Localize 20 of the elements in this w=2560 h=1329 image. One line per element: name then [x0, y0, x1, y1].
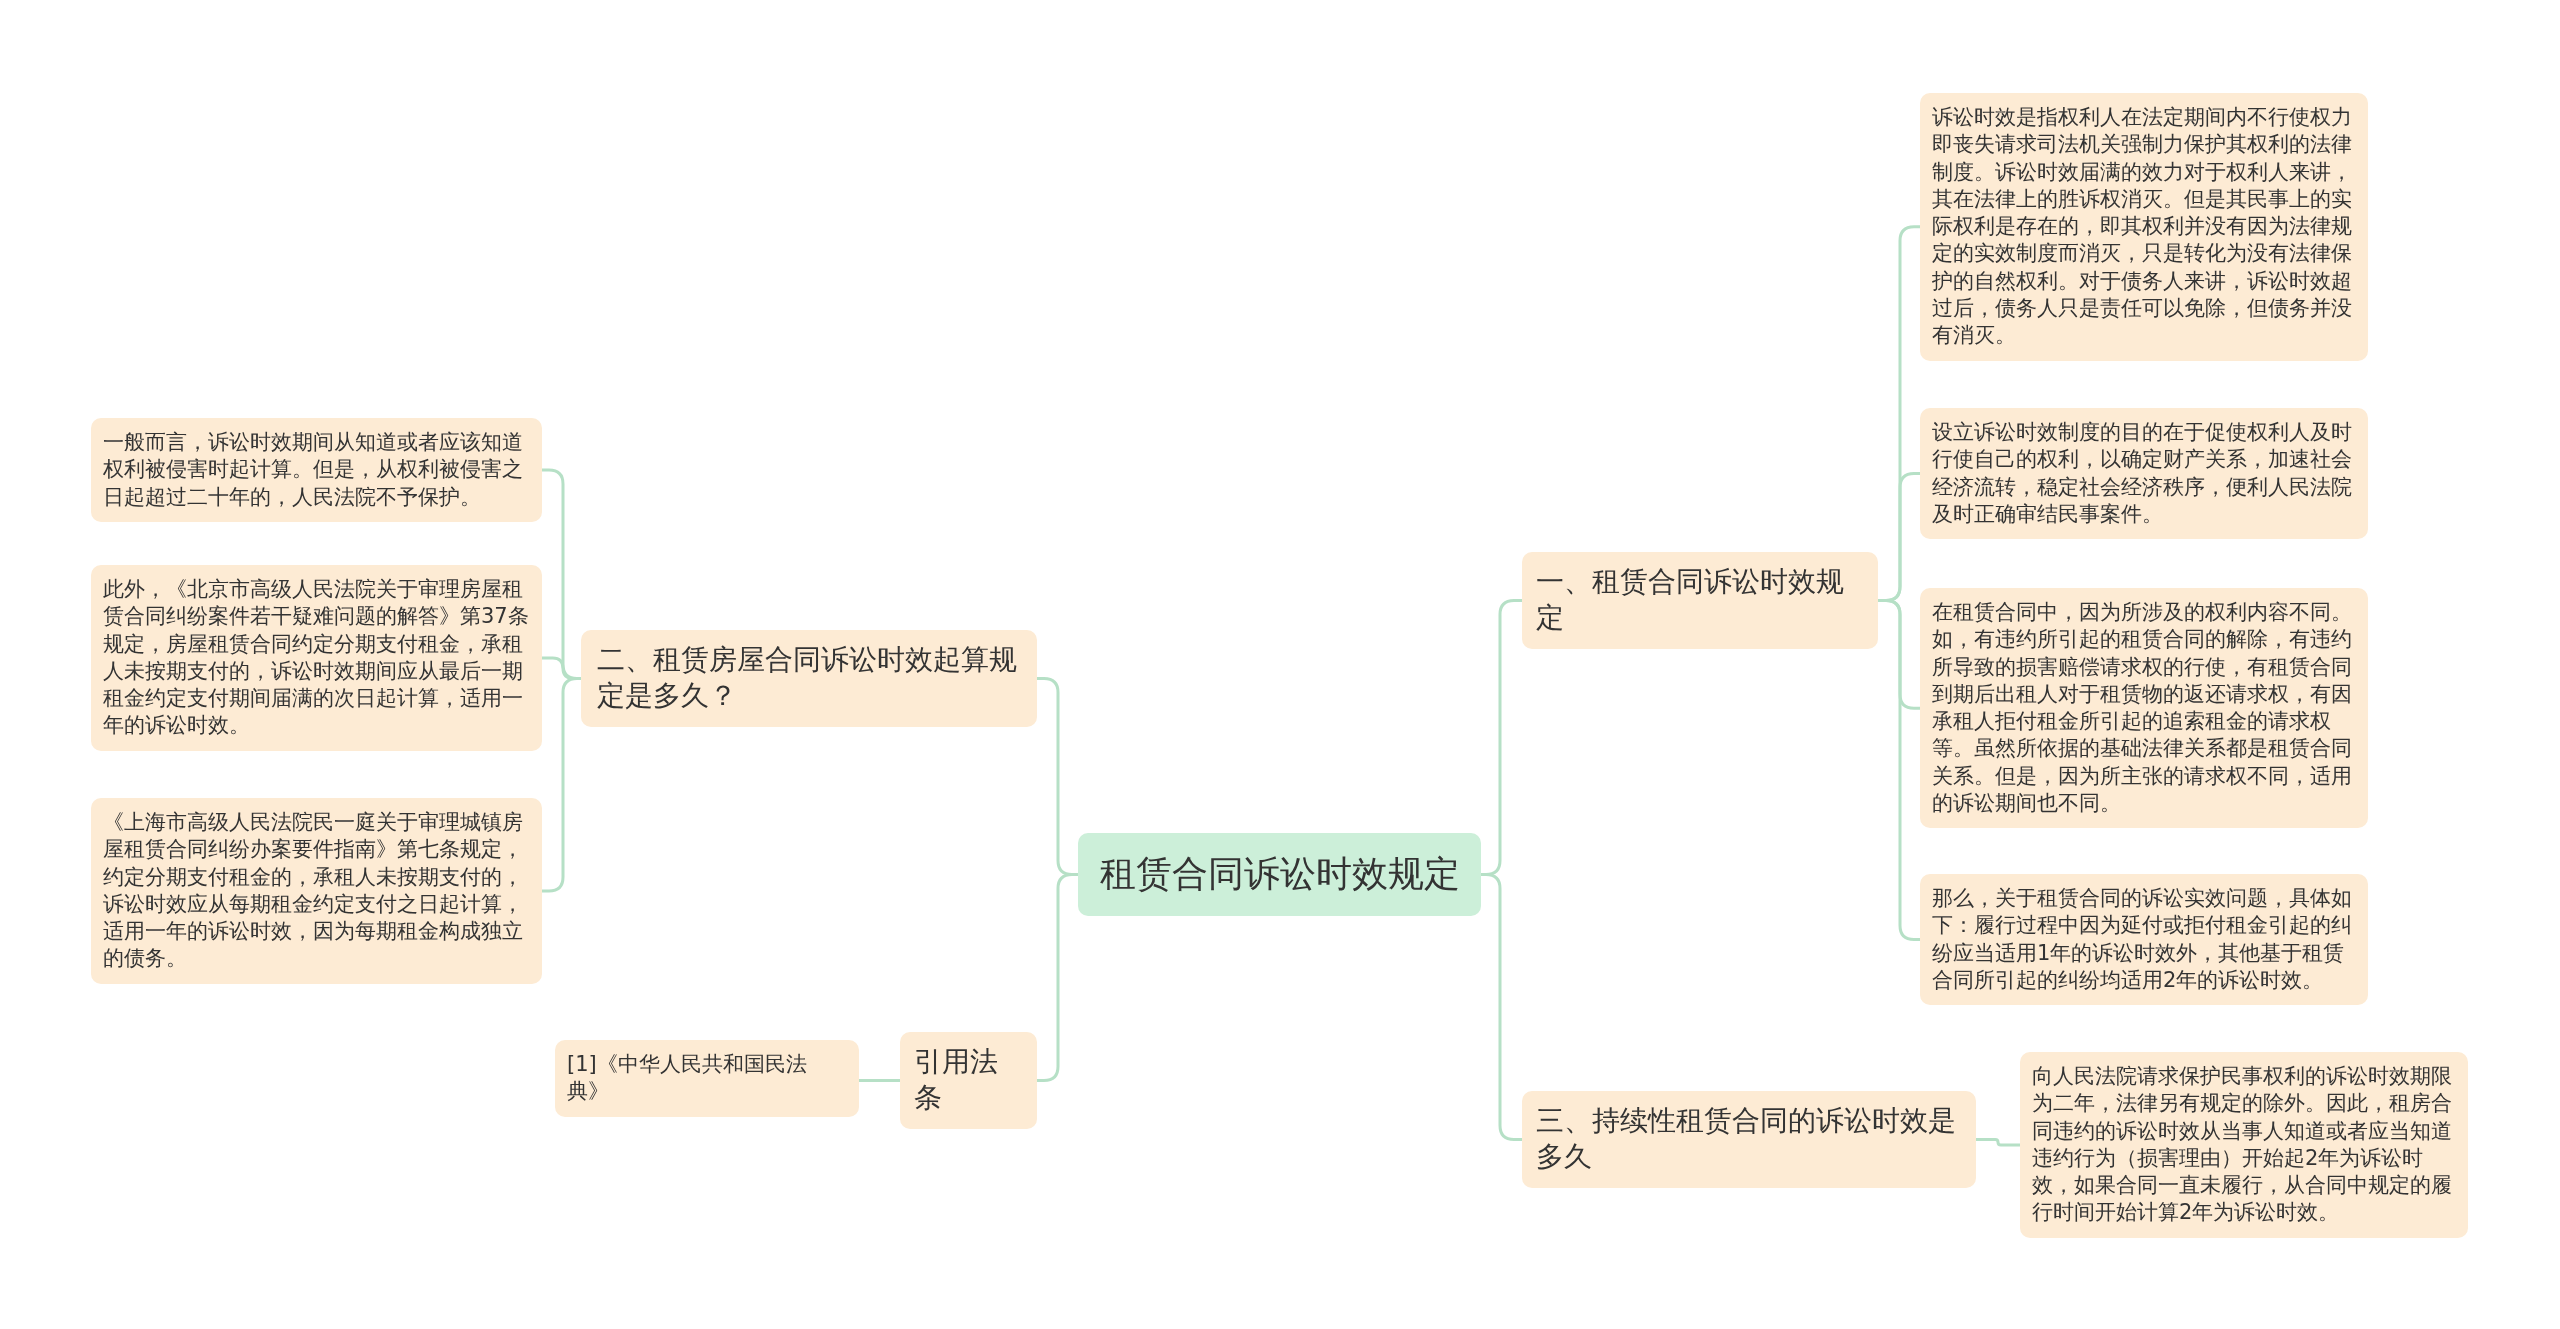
- note-box: 设立诉讼时效制度的目的在于促使权利人及时行使自己的权利，以确定财产关系，加速社会经济流转，稳定社会经济秩序，便利人民法院及时正确审结民事案件。: [1920, 408, 2368, 540]
- connector-line: [1878, 598, 1920, 942]
- note-box: 《上海市高级人民法院民一庭关于审理城镇房屋租赁合同纠纷办案要件指南》第七条规定，约定分期支付租金的，承租人未按期支付的，诉讼时效应从每期租金约定支付之日起计算，适用一年的诉讼时效，因为每期租金构成独立的债务。: [91, 798, 542, 984]
- topic-box: 一、租赁合同诉讼时效规定: [1522, 552, 1878, 649]
- note-box: 那么，关于租赁合同的诉讼实效问题，具体如下：履行过程中因为延付或拒付租金引起的纠纷应当适用1年的诉讼时效外，其他基于租赁合同所引起的纠纷均适用2年的诉讼时效。: [1920, 874, 2368, 1006]
- topic-box: 三、持续性租赁合同的诉讼时效是多久: [1522, 1091, 1976, 1188]
- note-box: 此外，《北京市高级人民法院关于审理房屋租赁合同纠纷案件若干疑难问题的解答》第37条规定，房屋租赁合同约定分期支付租金，承租人未按期支付的，诉讼时效期间应从最后一期租金约定支付期间届满的次日起计算，适用一年的诉讼时效。: [91, 565, 542, 751]
- note-box: 在租赁合同中，因为所涉及的权利内容不同。如，有违约所引起的租赁合同的解除，有违约所导致的损害赔偿请求权的行使，有租赁合同到期后出租人对于租赁物的返还请求权，有因承租人拒付租金所引起的追索租金的请求权等。虽然所依据的基础法律关系都是租赁合同关系。但是，因为所主张的请求权不同，适用的诉讼期间也不同。: [1920, 588, 2368, 829]
- connector-line: [542, 676, 581, 893]
- central-topic: 租赁合同诉讼时效规定: [1078, 833, 1481, 916]
- connector-line: [859, 1078, 900, 1082]
- connector-line: [1481, 872, 1522, 1141]
- note-box: 向人民法院请求保护民事权利的诉讼时效期限为二年，法律另有规定的除外。因此，租房合同违约的诉讼时效从当事人知道或者应当知道违约行为（损害理由）开始起2年为诉讼时效，如果合同一直未履行，从合同中规定的履行时间开始计算2年为诉讼时效。: [2020, 1052, 2468, 1238]
- connector-line: [1037, 872, 1078, 1082]
- note-box: 诉讼时效是指权利人在法定期间内不行使权力即丧失请求司法机关强制力保护其权利的法律制度。诉讼时效届满的效力对于权利人来讲，其在法律上的胜诉权消灭。但是其民事上的实际权利是存在的，即其权利并没有因为法律规定的实效制度而消灭，只是转化为没有法律保护的自然权利。对于债务人来讲，诉讼时效超过后，债务人只是责任可以免除，但债务并没有消灭。: [1920, 93, 2368, 361]
- topic-box: 引用法条: [900, 1032, 1037, 1129]
- note-box: 一般而言，诉讼时效期间从知道或者应该知道权利被侵害时起计算。但是，从权利被侵害之日起超过二十年的，人民法院不予保护。: [91, 418, 542, 522]
- note-box: [1]《中华人民共和国民法典》: [555, 1040, 859, 1117]
- connector-line: [1976, 1137, 2020, 1147]
- topic-box: 二、租赁房屋合同诉讼时效起算规定是多久？: [581, 630, 1037, 727]
